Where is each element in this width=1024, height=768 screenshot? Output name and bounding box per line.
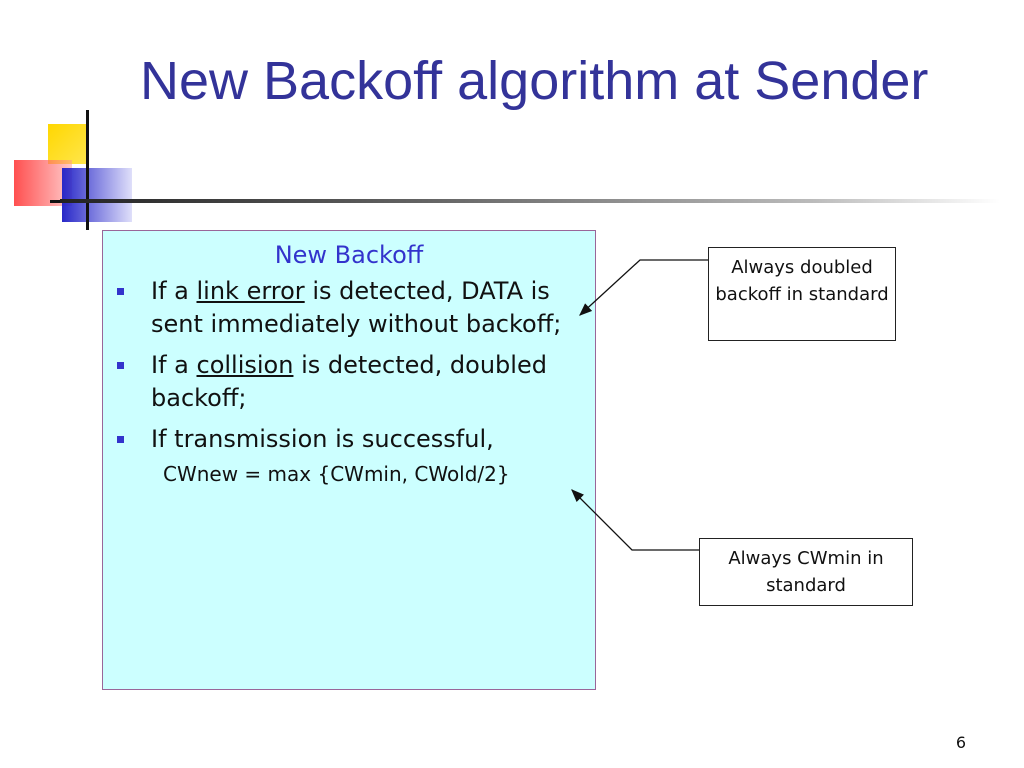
box-heading: New Backoff [274, 241, 424, 269]
logo-yellow-square [48, 124, 88, 164]
title-divider [60, 199, 1000, 203]
bullet-text: If transmission is successful, [151, 425, 494, 453]
collision-term: collision [196, 351, 294, 379]
bullet-success: If transmission is successful, [103, 423, 595, 456]
bullet-list: If a link error is detected, DATA is sen… [103, 275, 595, 456]
bullet-marker-icon [117, 436, 124, 443]
logo-vertical-line [86, 110, 89, 230]
logo-blue-square [62, 168, 132, 222]
bullet-link-error: If a link error is detected, DATA is sen… [103, 275, 595, 341]
slide-title: New Backoff algorithm at Sender [140, 51, 929, 111]
bullet-suffix: is detected, doubled backoff; [151, 351, 547, 412]
callout-cwmin: Always CWmin in standard [699, 538, 913, 606]
bullet-suffix: is detected, DATA is sent immediately wi… [151, 277, 562, 338]
arrow-to-bullet-one [579, 259, 708, 316]
bullet-marker-icon [117, 288, 124, 295]
slide-logo [0, 100, 150, 240]
link-error-term: link error [196, 277, 305, 305]
bullet-marker-icon [117, 362, 124, 369]
bullet-prefix: If a [151, 277, 197, 305]
bullet-collision: If a collision is detected, doubled back… [103, 349, 595, 415]
bullet-prefix: If a [151, 351, 197, 379]
content-box: New Backoff If a link error is detected,… [102, 230, 596, 690]
cw-formula: CWnew = max {CWmin, CWold/2} [163, 462, 510, 486]
page-number: 6 [955, 733, 966, 752]
callout-doubled-backoff: Always doubled backoff in standard [708, 247, 896, 341]
